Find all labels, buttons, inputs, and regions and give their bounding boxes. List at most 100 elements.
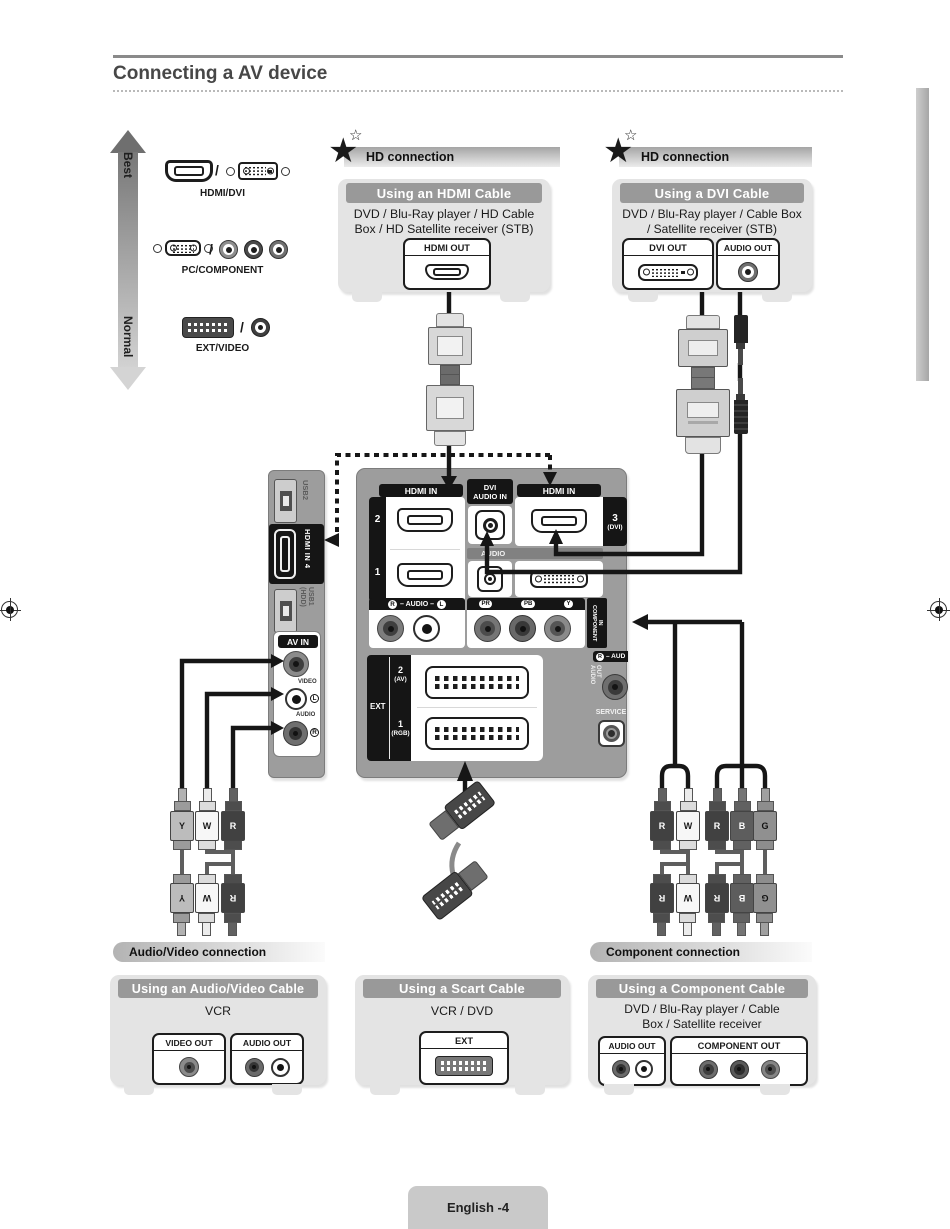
dvi-cable-box: Using a DVI Cable DVD / Blu-Ray player /… <box>612 179 812 302</box>
hdmi-cable-box: Using an HDMI Cable DVD / Blu-Ray player… <box>338 179 550 302</box>
legend-pc-component-label: PC/COMPONENT <box>181 265 264 276</box>
box-title: Using an HDMI Cable <box>346 183 542 203</box>
component-cable-box: Using a Component Cable DVD / Blu-Ray pl… <box>588 975 816 1095</box>
service-port <box>598 720 625 747</box>
usb1-port <box>274 589 297 633</box>
hdmi-cable-connector-bottom <box>426 374 474 446</box>
box-devices: DVD / Blu-Ray player / Cable Box/ Satell… <box>622 207 802 236</box>
component-out-port: COMPONENT OUT <box>670 1036 808 1086</box>
pb-badge: PB <box>521 599 535 609</box>
legend-hdmi-dvi-label: HDMI/DVI <box>200 188 245 199</box>
usb2-label: USB2 <box>301 480 310 501</box>
usb2-port <box>274 479 297 523</box>
quality-scale-bar <box>118 152 138 368</box>
registration-mark-right <box>927 598 950 621</box>
video-label: VIDEO <box>298 679 317 685</box>
audio-out-bar: R – AUD <box>593 651 628 662</box>
scart-plug-bottom <box>420 855 493 922</box>
pc-audio-bar: AUDIO <box>467 548 603 559</box>
hdmi4-port-icon <box>274 529 296 579</box>
service-label: SERVICE <box>595 709 627 716</box>
arrow-left-head <box>324 533 339 547</box>
dvi-audio-port <box>468 506 512 544</box>
ext-scart-panel <box>411 655 543 761</box>
av-audio-l-jack <box>285 688 307 710</box>
audio-label: AUDIO <box>296 712 316 718</box>
hd-connection-header-left: HD connection <box>344 147 560 167</box>
rca-jack-icon <box>251 318 270 337</box>
r-badge: R <box>596 652 604 661</box>
slash: / <box>209 241 213 257</box>
hdmi-port-icon <box>425 264 469 280</box>
slash: / <box>240 319 244 335</box>
rca-jack-icon <box>729 1059 749 1079</box>
comp-video-r-top: R <box>705 788 729 850</box>
scart-cable-box: Using a Scart Cable VCR / DVD EXT <box>355 975 569 1095</box>
audio-out-label: AUDIO OUT <box>589 665 601 685</box>
page-number-tab: English -4 <box>408 1186 548 1229</box>
audio-out-jack <box>602 674 628 700</box>
comp-audio-w-bottom: W <box>676 874 700 936</box>
audio-l-jack <box>413 615 440 642</box>
arrow-down-icon <box>110 367 146 390</box>
scart2-port-icon <box>425 666 529 699</box>
box-title: Using an Audio/Video Cable <box>118 979 318 998</box>
av-plug-w-bottom: W <box>195 874 219 936</box>
y-jack <box>544 615 571 642</box>
arrow-left-head <box>632 614 648 630</box>
pc-audio-port <box>468 561 512 597</box>
ext-label: EXT <box>370 702 386 711</box>
comp-video-r-bottom: R <box>705 874 729 936</box>
box-devices: VCR / DVD <box>430 1004 494 1018</box>
audio-out-port: AUDIO OUT <box>598 1036 666 1086</box>
video-out-port: VIDEO OUT <box>152 1033 226 1085</box>
audio-out-port: AUDIO OUT <box>716 238 780 290</box>
arrow-up-icon <box>110 130 146 153</box>
rca-jack-icon <box>244 1057 264 1077</box>
audio-plug-bottom <box>733 378 748 434</box>
comp-video-b-bottom: B <box>730 874 754 936</box>
av-in-panel: AV IN VIDEO L AUDIO R <box>273 631 321 757</box>
av-cable-box: Using an Audio/Video Cable VCR VIDEO OUT… <box>110 975 326 1095</box>
hdmi-out-port: HDMI OUT <box>403 238 491 290</box>
component-video-bar: PR PB Y <box>467 598 585 610</box>
vga-connector-icon <box>153 240 213 256</box>
av-plug-y-bottom: Y <box>170 874 194 936</box>
vga-port-icon <box>530 570 588 588</box>
hdmi3-port-icon <box>531 509 587 533</box>
hdmi4-block: HDMI IN 4 <box>269 524 324 584</box>
component-connection-header: Component connection <box>590 942 812 962</box>
page-title: Connecting a AV device <box>113 63 328 84</box>
tv-side-panel: USB2 HDMI IN 4 (HDD) USB1 AV IN VIDEO L … <box>268 470 325 778</box>
comp-video-b-top: B <box>730 788 754 850</box>
hd-connection-header-right: HD connection <box>619 147 812 167</box>
r-badge: R <box>388 599 397 609</box>
scart-connector-icon <box>182 317 234 338</box>
hdmi-connector-icon <box>165 160 213 182</box>
page-edge-strip <box>916 88 929 381</box>
hdmi-number-strip: 2 1 <box>369 497 386 602</box>
av-video-jack <box>283 651 309 677</box>
hdmi2-port-icon <box>397 508 453 532</box>
hdmi-ports-panel <box>386 497 465 602</box>
box-title: Using a Scart Cable <box>363 979 561 998</box>
ext2-label: 2(AV) <box>394 665 407 684</box>
rca-jack-icon <box>760 1059 780 1079</box>
pr-badge: PR <box>479 599 493 609</box>
component-video-jacks <box>467 610 585 648</box>
star-icon: ★ <box>328 132 359 170</box>
dvi-out-port: DVI OUT <box>622 238 714 290</box>
box-devices: VCR <box>205 1004 231 1018</box>
star-small-icon: ☆ <box>349 127 363 144</box>
star-icon: ★ <box>603 132 634 170</box>
rca-jack-icon <box>738 262 758 282</box>
scart-port-icon <box>435 1056 493 1076</box>
usb1-label: (HDD) USB1 <box>299 587 314 607</box>
av-plug-r-bottom: R <box>221 874 245 936</box>
dvi-cable-connector-bottom <box>676 377 730 454</box>
